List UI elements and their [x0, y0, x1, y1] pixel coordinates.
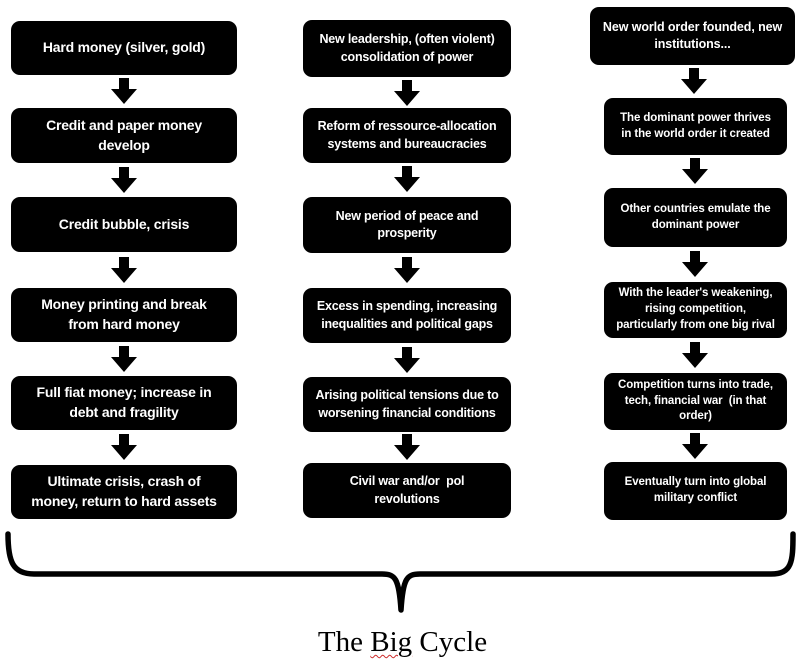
down-arrow-icon [394, 80, 420, 106]
flow-box: New world order founded, new institution… [590, 7, 795, 65]
flow-box: Hard money (silver, gold) [11, 21, 237, 75]
down-arrow-icon [682, 158, 708, 184]
diagram-title: The Big Cycle [0, 626, 805, 659]
down-arrow-icon [394, 347, 420, 373]
title-word: The [317, 626, 364, 658]
title-word-misspelled: Big [370, 626, 413, 658]
big-cycle-brace [5, 531, 796, 613]
down-arrow-icon [681, 68, 707, 94]
down-arrow-icon [682, 433, 708, 459]
flow-box: Money printing and break from hard money [11, 288, 237, 342]
flow-box: Civil war and/or pol revolutions [303, 463, 511, 518]
flow-box: The dominant power thrives in the world … [604, 98, 787, 155]
flow-box: Excess in spending, increasing inequalit… [303, 288, 511, 343]
flow-box: Reform of ressource-allocation systems a… [303, 108, 511, 163]
down-arrow-icon [111, 434, 137, 460]
down-arrow-icon [682, 342, 708, 368]
down-arrow-icon [394, 434, 420, 460]
flow-box: Arising political tensions due to worsen… [303, 377, 511, 432]
flow-box: Eventually turn into global military con… [604, 462, 787, 520]
down-arrow-icon [111, 346, 137, 372]
flow-box: Competition turns into trade, tech, fina… [604, 373, 787, 430]
down-arrow-icon [111, 257, 137, 283]
down-arrow-icon [394, 257, 420, 283]
flow-box: Full fiat money; increase in debt and fr… [11, 376, 237, 430]
flow-box: Credit and paper money develop [11, 108, 237, 163]
flow-box: With the leader's weakening, rising comp… [604, 282, 787, 338]
down-arrow-icon [111, 78, 137, 104]
flow-box: Credit bubble, crisis [11, 197, 237, 252]
flow-box: Other countries emulate the dominant pow… [604, 188, 787, 247]
down-arrow-icon [394, 166, 420, 192]
down-arrow-icon [111, 167, 137, 193]
flow-box: Ultimate crisis, crash of money, return … [11, 465, 237, 519]
flow-box: New leadership, (often violent) consolid… [303, 20, 511, 77]
title-word: Cycle [419, 626, 488, 658]
flow-box: New period of peace and prosperity [303, 197, 511, 253]
down-arrow-icon [682, 251, 708, 277]
